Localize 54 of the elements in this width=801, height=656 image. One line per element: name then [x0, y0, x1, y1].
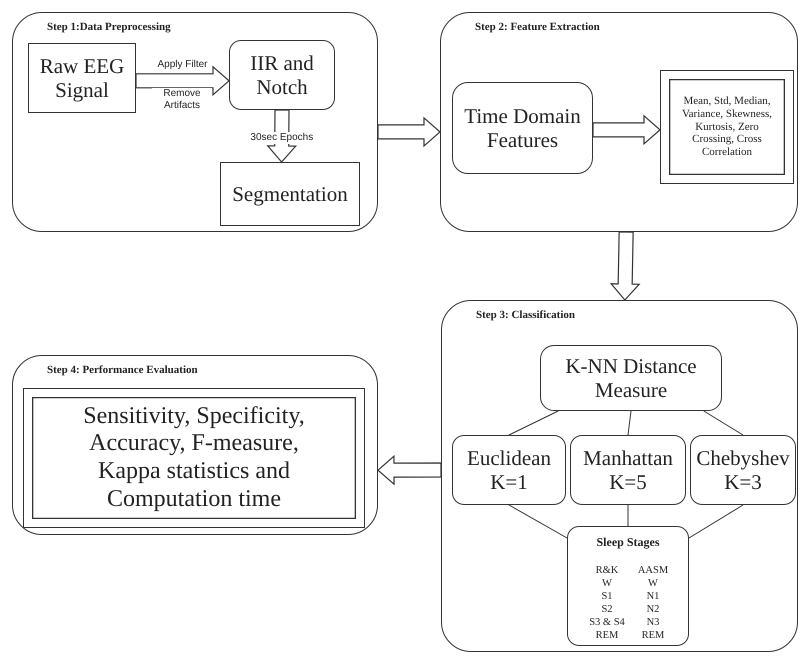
stages-heading: Sleep Stages: [596, 535, 660, 550]
metrics-text: Sensitivity, Specificity, Accuracy, F-measure, Kappa statistics and Computation time: [82, 402, 306, 514]
connector-line: [628, 410, 632, 436]
block-arrow: [610, 231, 640, 301]
connector-line: [703, 410, 744, 436]
step-panel: [12, 12, 378, 232]
process-box: [452, 435, 566, 505]
connector-line: [508, 504, 568, 538]
step-title: Step 4: Performance Evaluation: [47, 364, 198, 376]
sleep-stages-box: [567, 526, 689, 646]
step-panel: [12, 355, 378, 535]
feature-list-box: [660, 70, 794, 184]
step-panel: [441, 300, 798, 652]
block-arrow: [377, 116, 441, 148]
block-arrow: [135, 65, 230, 96]
stage-label: W: [647, 578, 659, 590]
process-box: [570, 435, 686, 505]
stage-label: W: [601, 578, 613, 590]
box-label: Time Domain Features: [463, 104, 582, 152]
step-title: Step 2: Feature Extraction: [475, 21, 600, 33]
stage-label: REM: [594, 630, 620, 642]
box-label: IIR and Notch: [249, 50, 315, 100]
box-label: Raw EEG Signal: [38, 54, 126, 102]
process-box: [220, 162, 360, 226]
process-box: [229, 40, 335, 110]
box-label: K-NN Distance Measure: [564, 354, 698, 402]
connector-line: [688, 504, 744, 538]
stage-label: N1: [646, 591, 660, 604]
stage-label: AASM: [636, 565, 670, 578]
process-box: [452, 82, 593, 174]
metrics-box: [23, 388, 365, 528]
step-panel: [440, 12, 798, 232]
edge-label: 30sec Epochs: [250, 132, 314, 144]
block-arrow: [377, 454, 442, 486]
connector-line: [508, 410, 559, 436]
box-label: Manhattan K=5: [582, 446, 674, 494]
process-box: [690, 435, 796, 505]
stage-label: REM: [640, 630, 666, 642]
step-title: Step 3: Classification: [476, 309, 575, 321]
edge-label: Apply Filter: [158, 58, 208, 71]
stage-label: R&K: [594, 565, 620, 578]
stage-label: S3 & S4: [588, 617, 626, 630]
feature-list: Mean, Std, Median, Variance, Skewness, Kurtosis, Zero Crossing, Cross Correlation: [661, 95, 793, 159]
box-label: Segmentation: [231, 182, 349, 206]
box-label: Euclidean K=1: [466, 446, 552, 494]
process-box: [540, 345, 722, 411]
stage-label: N3: [646, 617, 660, 630]
stage-label: S2: [600, 604, 614, 616]
stage-label: S1: [600, 591, 614, 604]
block-arrow: [592, 114, 661, 146]
box-label: Chebyshev K=3: [695, 446, 791, 494]
process-box: [28, 43, 136, 113]
step-title: Step 1:Data Preprocessing: [47, 21, 171, 33]
stage-label: N2: [646, 604, 660, 616]
